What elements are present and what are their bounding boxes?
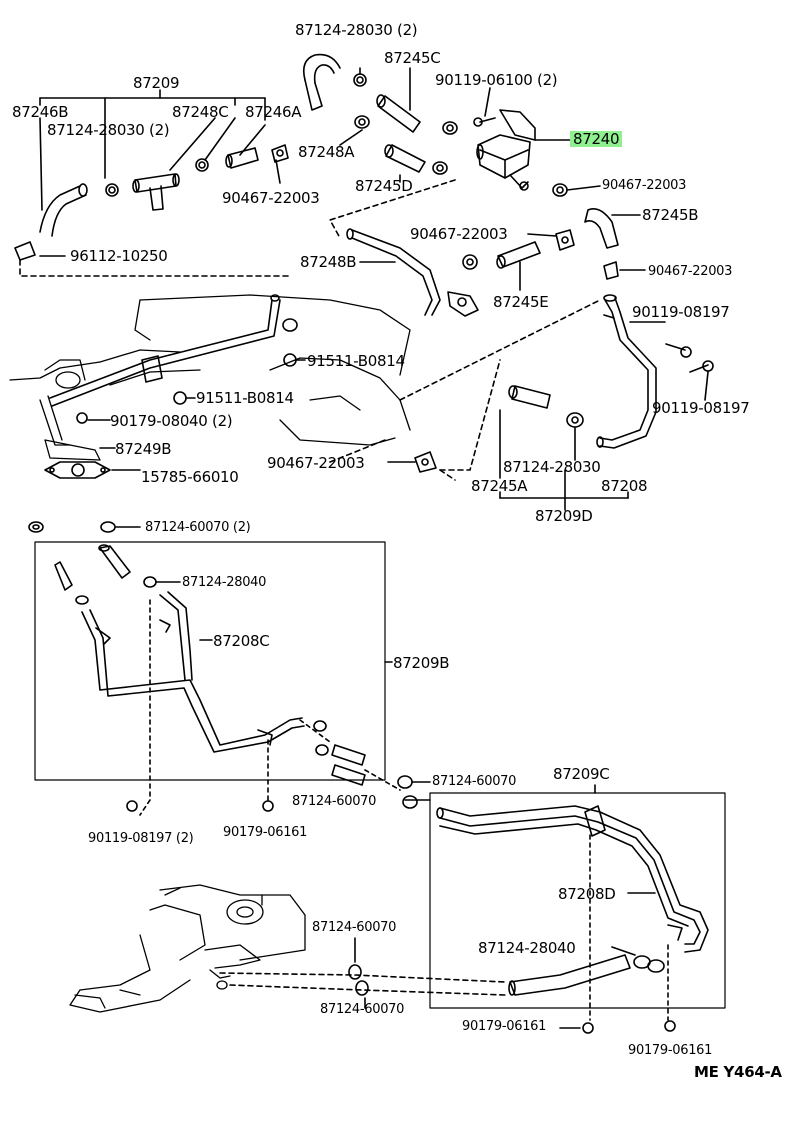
label-87124-60070-d: 87124-60070: [320, 1002, 405, 1017]
label-87209B: 87209B: [393, 654, 450, 672]
label-90467-22003-b: 90467-22003: [602, 178, 687, 193]
label-87246B: 87246B: [12, 103, 69, 121]
label-87209C: 87209C: [553, 765, 610, 783]
tee-87248C: [132, 173, 180, 211]
hose-87245C: [376, 94, 421, 133]
label-87248B: 87248B: [300, 253, 357, 271]
label-90179-08040-2: 90179-08040 (2): [110, 412, 233, 430]
label-90119-08197-2: 90119-08197 (2): [88, 831, 194, 846]
box-87209C: [429, 784, 726, 1009]
label-90467-22003-d: 90467-22003: [648, 264, 733, 279]
clamp-87124-28030-left: [105, 183, 119, 197]
label-90119-08197-a: 90119-08197: [632, 303, 730, 321]
clip-90467-22003-center: [527, 229, 575, 251]
label-91511-B0814-b: 91511-B0814: [196, 389, 294, 407]
label-91511-B0814-a: 91511-B0814: [307, 352, 405, 370]
label-87124-28030-r: 87124-28030: [503, 458, 601, 476]
clip-90467-22003-lower: [387, 451, 437, 473]
hose-87245E: [496, 241, 541, 291]
label-87240-highlighted: 87240: [570, 131, 623, 147]
fitting-87248B-end: [447, 291, 479, 317]
clip-90467-22003-far-right: [603, 261, 646, 280]
engine-block-outline: [9, 294, 411, 461]
hose-lower-left: [54, 544, 131, 591]
pipe-87208: [596, 294, 657, 449]
label-90119-06100-2: 90119-06100 (2): [435, 71, 558, 89]
bolt-90119-08197-lower: [689, 360, 714, 401]
label-87245E: 87245E: [493, 293, 549, 311]
label-90467-22003-c: 90467-22003: [410, 225, 508, 243]
label-90179-06161-a: 90179-06161: [223, 825, 308, 840]
label-87124-60070-2: 87124-60070 (2): [145, 520, 251, 535]
pipe-87249B: [49, 294, 298, 407]
label-87208: 87208: [601, 477, 648, 495]
label-90467-22003-e: 90467-22003: [267, 454, 365, 472]
label-87124-60070-a: 87124-60070: [432, 774, 517, 789]
label-87209D: 87209D: [535, 507, 593, 525]
hose-bottom-long: [508, 954, 631, 996]
label-87209: 87209: [133, 74, 180, 92]
plug-96112-10250: [14, 241, 66, 261]
hose-87245A: [508, 385, 551, 409]
bracket-87209: [39, 89, 266, 179]
clamp-87124-60070-right: [100, 521, 141, 533]
clip-90467-22003-right: [552, 183, 601, 197]
hoses-87209B-right: [331, 744, 366, 786]
label-87245A: 87245A: [471, 477, 528, 495]
label-87248A: 87248A: [298, 143, 355, 161]
clamp-87124-28030-mid: [566, 412, 584, 461]
pipe-87208C: [81, 591, 305, 753]
label-87248C: 87248C: [172, 103, 229, 121]
bolt-90119-08197-upper: [665, 343, 692, 358]
label-87249B: 87249B: [115, 440, 172, 458]
label-87124-60070-c: 87124-60070: [312, 920, 397, 935]
label-90179-06161-b: 90179-06161: [462, 1019, 547, 1034]
label-90119-08197-b: 90119-08197: [652, 399, 750, 417]
bolt-90119-06100: [473, 87, 496, 127]
label-87124-60070-b: 87124-60070: [292, 794, 377, 809]
label-87124-28030-2-left: 87124-28030 (2): [47, 121, 170, 139]
hose-upper-bent: [302, 53, 341, 111]
clamp-87124-28030-top: [353, 73, 367, 87]
vacuum-switching-valve-87240: [476, 109, 571, 191]
clamp-87124-28030-right: [195, 158, 209, 172]
label-87208D: 87208D: [558, 885, 616, 903]
label-87246A: 87246A: [245, 103, 302, 121]
hose-87246A: [225, 147, 259, 169]
bracket-87209D: [499, 469, 629, 511]
clamp-87124-60070-left: [28, 521, 44, 533]
label-15785-66010: 15785-66010: [141, 468, 239, 486]
label-87245B: 87245B: [642, 206, 699, 224]
diagram-code: ME Y464-A: [694, 1063, 782, 1081]
hose-87245B: [584, 208, 641, 249]
hose-87246B: [39, 183, 88, 237]
label-87124-28040-a: 87124-28040: [182, 575, 267, 590]
heater-unit: [69, 884, 306, 1013]
label-96112-10250: 96112-10250: [70, 247, 168, 265]
label-87208C: 87208C: [213, 632, 270, 650]
box-87209B: [34, 541, 393, 781]
label-87245C: 87245C: [384, 49, 441, 67]
label-90467-22003-a: 90467-22003: [222, 189, 320, 207]
hose-87245D: [384, 144, 426, 173]
gasket-15785-66010: [44, 461, 141, 479]
pipe-87208D: [436, 805, 709, 953]
label-87245D: 87245D: [355, 177, 413, 195]
label-87124-28040-b: 87124-28040: [478, 939, 576, 957]
pipe-87248B: [346, 228, 441, 316]
clip-90467-22003-left: [271, 144, 289, 163]
label-87124-28030-2-top: 87124-28030 (2): [295, 21, 418, 39]
label-90179-06161-c: 90179-06161: [628, 1043, 713, 1058]
